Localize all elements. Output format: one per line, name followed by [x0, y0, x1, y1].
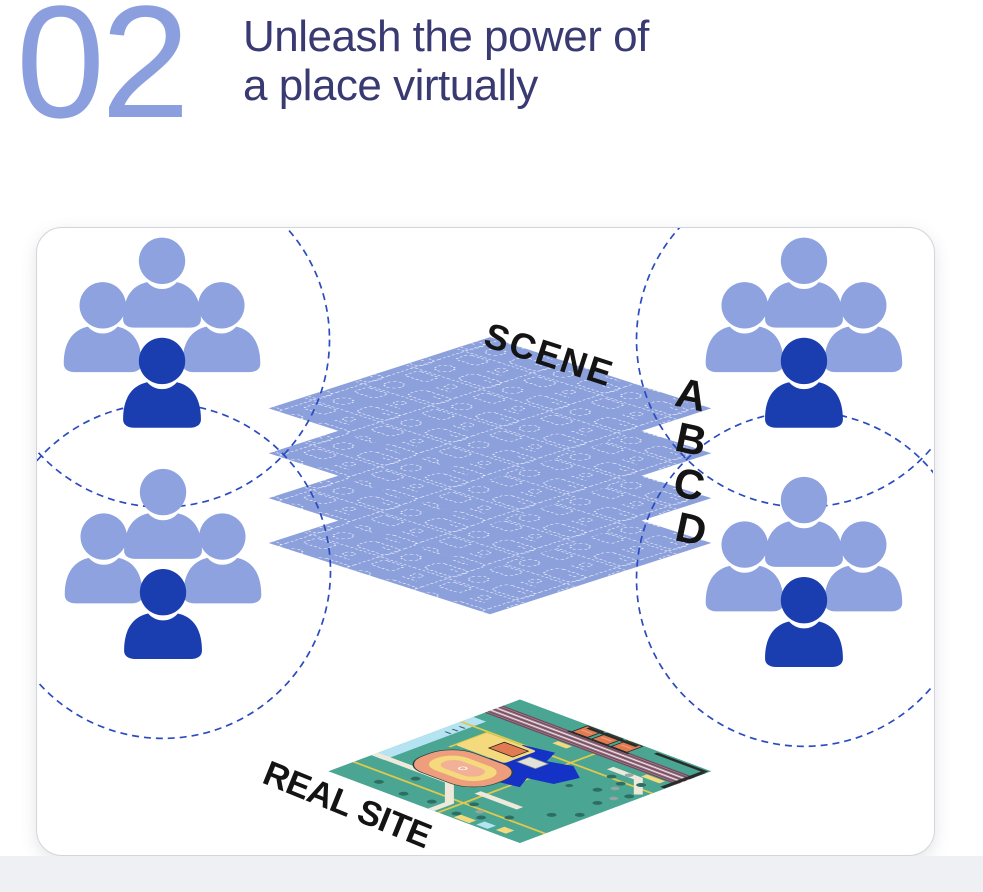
title-line-1: Unleash the power of — [243, 12, 649, 61]
map-stadium — [412, 749, 514, 788]
map-edge-strips — [453, 814, 515, 834]
collaboration-circles — [37, 228, 933, 748]
map-railway — [484, 705, 695, 785]
stakeholder-group-top-right — [705, 237, 903, 428]
scene-layer-stack — [268, 337, 712, 615]
step-number: 02 — [16, 0, 190, 151]
stakeholder-group-bottom-left — [64, 468, 262, 659]
layer-label-d: D — [672, 503, 711, 555]
stakeholder-group-top-left — [63, 237, 261, 428]
person-icon — [123, 237, 201, 328]
map-plaza — [456, 733, 550, 770]
person-icon — [765, 237, 843, 328]
layer-label-b: B — [672, 413, 711, 465]
diagram-canvas: SCENE A B C D REAL SITE — [37, 228, 933, 854]
stakeholder-group-bottom-right — [705, 476, 903, 667]
layer-label-a: A — [672, 368, 711, 420]
map-trees-gray — [475, 773, 634, 814]
collab-circle-top-left — [37, 228, 331, 508]
person-icon — [124, 468, 202, 559]
page-footer-strip — [0, 856, 983, 892]
map-water — [371, 716, 487, 760]
map-trees — [373, 774, 647, 820]
diagram-card: SCENE A B C D REAL SITE — [36, 227, 935, 856]
map-walls — [567, 727, 709, 789]
collab-circle-bottom-left — [37, 402, 332, 740]
layer-label-c: C — [670, 458, 709, 510]
person-icon — [765, 476, 843, 567]
title-line-2: a place virtually — [243, 61, 538, 111]
